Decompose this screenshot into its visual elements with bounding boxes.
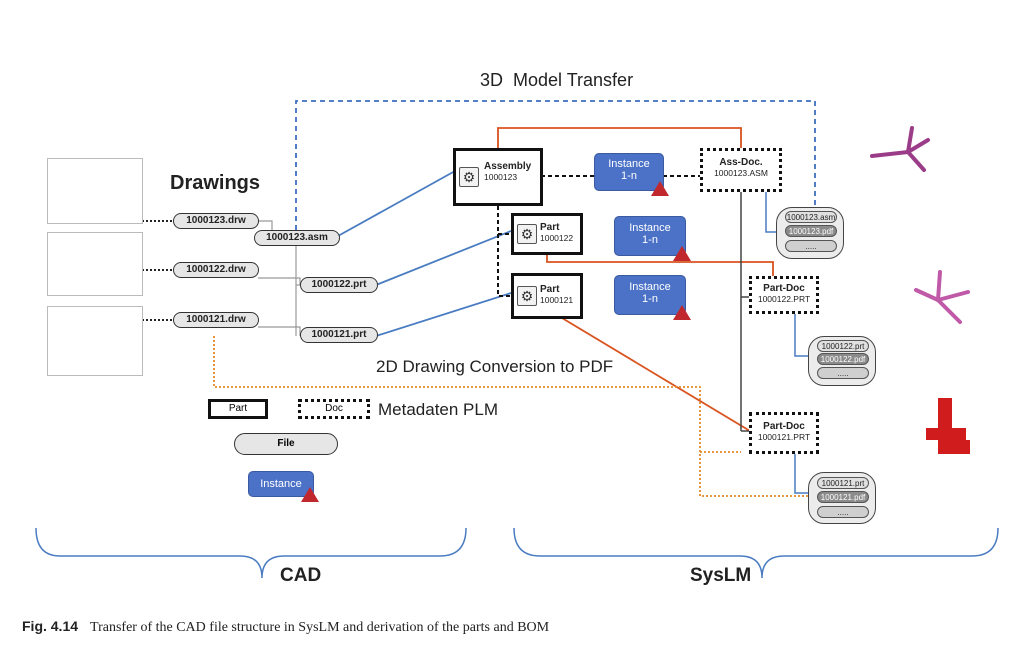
diagram-title: 3D Model Transfer <box>480 70 634 90</box>
assembly-node[interactable]: ⚙ Assembly 1000123 <box>453 148 543 206</box>
instance-label: Instance <box>608 158 650 170</box>
drawings-label: Drawings <box>170 172 261 194</box>
file-item[interactable]: 1000122.pdf <box>817 353 869 365</box>
ass-doc-node[interactable]: Ass-Doc. 1000123.ASM <box>700 148 782 192</box>
drawing-thumbnail-3 <box>47 306 143 376</box>
legend-instance: Instance <box>248 471 319 502</box>
file-group-1000121: 1000121.prt 1000121.pdf ..... <box>808 472 876 524</box>
file-item[interactable]: ..... <box>817 506 869 518</box>
part-doc-node-1000121[interactable]: Part-Doc 1000121.PRT <box>749 412 819 454</box>
file-item[interactable]: 1000121.prt <box>817 477 869 489</box>
instance-triangle-icon <box>301 487 319 502</box>
ass-doc-id: 1000123.ASM <box>714 168 768 178</box>
assembly-to-assdoc-red <box>497 127 742 148</box>
instance-count: 1-n <box>621 170 637 182</box>
conversion-orange-path <box>213 336 810 497</box>
render-assembly-part <box>870 126 930 172</box>
instance-part-122[interactable]: Instance 1-n <box>614 216 691 261</box>
part-node-1000122[interactable]: ⚙ Part 1000122 <box>511 213 583 255</box>
file-item[interactable]: ..... <box>817 367 869 379</box>
instance-count: 1-n <box>642 293 658 305</box>
instance-assembly[interactable]: Instance 1-n <box>594 153 669 196</box>
part-doc-121-id: 1000121.PRT <box>757 432 811 442</box>
partdoc121-to-files-link <box>794 453 810 494</box>
drw3-to-prt-line <box>258 326 301 336</box>
gear-icon: ⚙ <box>517 286 537 306</box>
instance-triangle-icon <box>651 181 669 196</box>
legend-part: Part <box>208 399 268 419</box>
part-node-1000121[interactable]: ⚙ Part 1000121 <box>511 273 583 319</box>
part-122-title: Part <box>540 222 560 233</box>
instance-triangle-icon <box>673 246 691 261</box>
part-doc-122-title: Part-Doc <box>763 283 805 294</box>
assembly-id: 1000123 <box>484 172 518 182</box>
asm-to-assembly-link <box>337 170 456 237</box>
drawing-thumbnail-1 <box>47 158 143 224</box>
asm-file-1000123[interactable]: 1000123.asm <box>254 230 340 246</box>
part-doc-121-title: Part-Doc <box>763 421 805 432</box>
gear-icon: ⚙ <box>517 224 537 244</box>
file-item[interactable]: 1000121.pdf <box>817 491 869 503</box>
cad-brace <box>35 527 467 579</box>
cad-label: CAD <box>280 565 322 586</box>
partdoc122-to-files-link <box>794 312 810 357</box>
instance-label: Instance <box>629 222 671 234</box>
part-122-id: 1000122 <box>540 233 574 243</box>
part122-to-partdoc-red <box>546 250 774 276</box>
part-121-title: Part <box>540 284 560 295</box>
legend-doc: Doc <box>298 399 370 419</box>
syslm-label: SysLM <box>690 565 752 586</box>
model-transfer-dashed-line <box>295 100 816 230</box>
prt121-to-part-link <box>375 292 512 337</box>
syslm-brace <box>513 527 999 579</box>
gear-icon: ⚙ <box>459 167 479 187</box>
render-part-121 <box>926 398 970 454</box>
assembly-bom-dashed <box>497 206 511 297</box>
part121-to-partdoc-red <box>561 317 761 438</box>
part-121-id: 1000121 <box>540 295 574 305</box>
file-group-1000123: 1000123.asm 1000123.pdf ..... <box>776 207 844 259</box>
figure-number: Fig. 4.14 <box>22 618 79 634</box>
drawing-thumbnail-2 <box>47 232 143 296</box>
drw-file-1000122[interactable]: 1000122.drw <box>173 262 259 278</box>
legend-metadata-label: Metadaten PLM <box>378 400 499 419</box>
legend-file: File <box>234 433 338 455</box>
prt122-to-part-link <box>375 230 512 286</box>
instance-count: 1-n <box>642 234 658 246</box>
figure-caption: Fig. 4.14 Transfer of the CAD file struct… <box>22 618 549 636</box>
drw2-to-prt-line <box>258 277 301 285</box>
drw-file-1000123[interactable]: 1000123.drw <box>173 213 259 229</box>
figure-caption-text: Transfer of the CAD file structure in Sy… <box>90 620 550 635</box>
prt-file-1000122[interactable]: 1000122.prt <box>300 277 378 293</box>
part-doc-122-id: 1000122.PRT <box>757 294 811 304</box>
file-item[interactable]: 1000123.asm <box>785 211 837 223</box>
drw-file-1000121[interactable]: 1000121.drw <box>173 312 259 328</box>
file-item[interactable]: ..... <box>785 240 837 252</box>
instance-triangle-icon <box>673 305 691 320</box>
legend-instance-label: Instance <box>260 478 302 490</box>
render-part-122 <box>914 270 970 324</box>
file-group-1000122: 1000122.prt 1000122.pdf ..... <box>808 336 876 386</box>
conversion-label: 2D Drawing Conversion to PDF <box>376 357 614 376</box>
assembly-title: Assembly <box>484 161 532 172</box>
prt-file-1000121[interactable]: 1000121.prt <box>300 327 378 343</box>
ass-doc-title: Ass-Doc. <box>719 157 763 168</box>
drw1-to-asm-line <box>258 220 273 232</box>
part-doc-node-1000122[interactable]: Part-Doc 1000122.PRT <box>749 276 819 314</box>
file-item[interactable]: 1000122.prt <box>817 340 869 352</box>
instance-part-121[interactable]: Instance 1-n <box>614 275 691 320</box>
file-item[interactable]: 1000123.pdf <box>785 225 837 237</box>
instance-label: Instance <box>629 281 671 293</box>
